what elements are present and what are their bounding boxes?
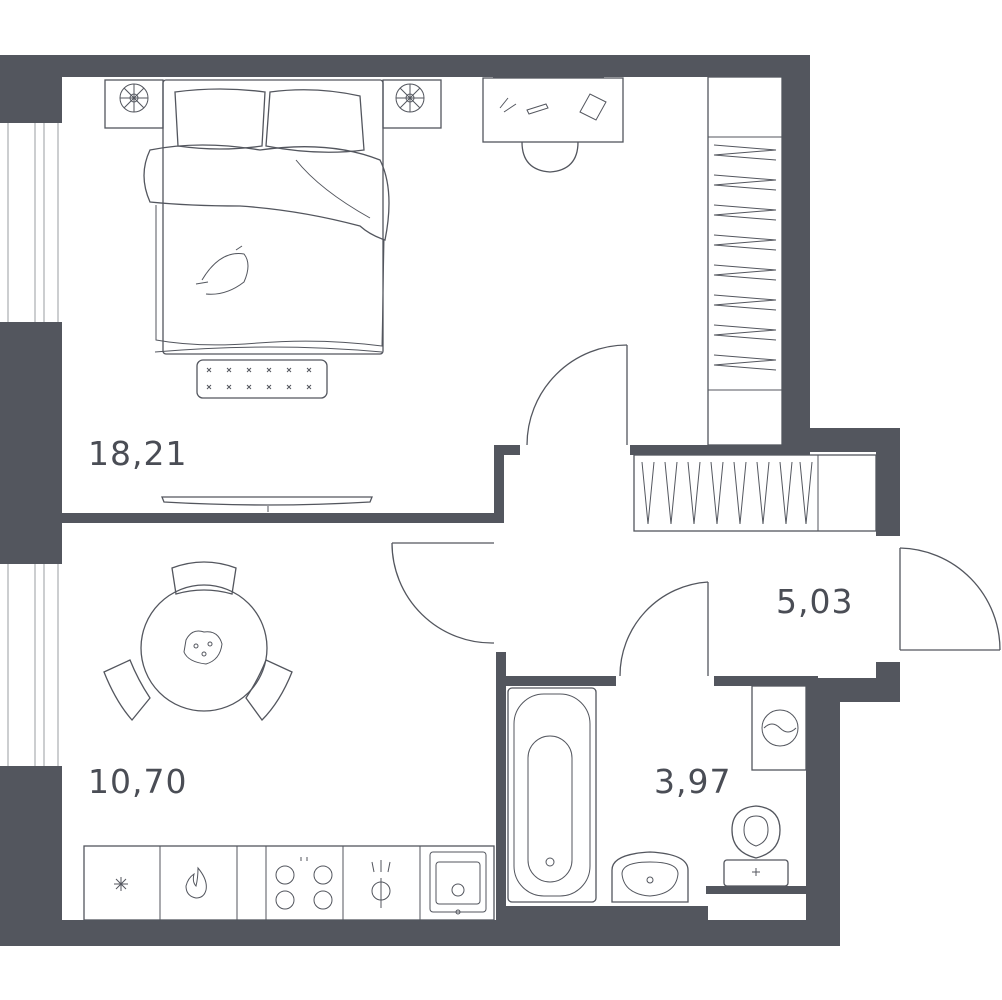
- door-bathroom: [619, 581, 709, 677]
- windows: [7, 123, 59, 766]
- room-area-bedroom: 18,21: [88, 434, 187, 473]
- rug: [196, 359, 328, 399]
- wall-closet-partition: [630, 445, 810, 455]
- dining-table: [140, 584, 268, 712]
- wall-bathroom-top-right: [714, 676, 818, 686]
- walls: [0, 55, 900, 946]
- room-area-kitchen-living: 10,70: [88, 762, 187, 801]
- doors: [391, 344, 1001, 677]
- wall-bathroom-inner-step: [706, 886, 818, 894]
- chair-left: [103, 659, 151, 722]
- bed: [143, 79, 390, 355]
- nightstand-left: [104, 79, 164, 129]
- desk-chair: [521, 141, 579, 173]
- hallway-furniture: [633, 454, 877, 532]
- nightstand-right: [382, 79, 442, 129]
- wall-right-door-jamb-top: [876, 428, 900, 536]
- wall-right-upper: [782, 55, 810, 455]
- tv-stand: [161, 496, 373, 512]
- wall-top: [0, 55, 810, 77]
- hallway-closet: [633, 454, 877, 532]
- wall-door-jamb-bedroom: [494, 445, 520, 455]
- faucet-icon: [371, 860, 391, 908]
- washbasin: [611, 851, 689, 903]
- kitchen-furniture: [83, 561, 495, 921]
- wall-bathroom-left: [496, 652, 506, 920]
- room-area-bathroom: 3,97: [654, 762, 731, 801]
- wall-left-middle: [0, 322, 62, 564]
- wall-bottom: [0, 920, 840, 946]
- wall-bathroom-right: [806, 686, 818, 926]
- door-entrance: [899, 547, 1001, 651]
- wall-bathroom-top-left: [496, 676, 616, 686]
- room-area-hallway: 5,03: [776, 582, 853, 621]
- chair-top: [171, 561, 237, 595]
- stove: [275, 857, 333, 910]
- room-labels: 18,21 10,70 5,03 3,97: [88, 434, 853, 801]
- sink: [429, 851, 487, 915]
- toilet: [723, 805, 789, 887]
- wall-partition-bedroom-kitchen: [58, 513, 502, 523]
- chair-right: [245, 659, 293, 721]
- wall-door-jamb-bedroom-vert: [494, 445, 504, 523]
- door-bedroom: [526, 344, 628, 446]
- wall-bathroom-bottom: [498, 906, 708, 920]
- desk: [482, 76, 624, 143]
- flame-icon: [185, 866, 207, 899]
- bathroom-furniture: [507, 685, 807, 903]
- wardrobe: [707, 76, 783, 446]
- bedroom-furniture: [104, 76, 783, 512]
- wall-left-bottom: [0, 766, 62, 946]
- bathtub: [507, 687, 597, 903]
- kitchen-counter: [83, 845, 495, 921]
- fridge-icon: [114, 877, 128, 891]
- door-kitchen: [391, 542, 495, 644]
- washing-machine: [751, 685, 807, 771]
- wall-left-top: [0, 55, 62, 123]
